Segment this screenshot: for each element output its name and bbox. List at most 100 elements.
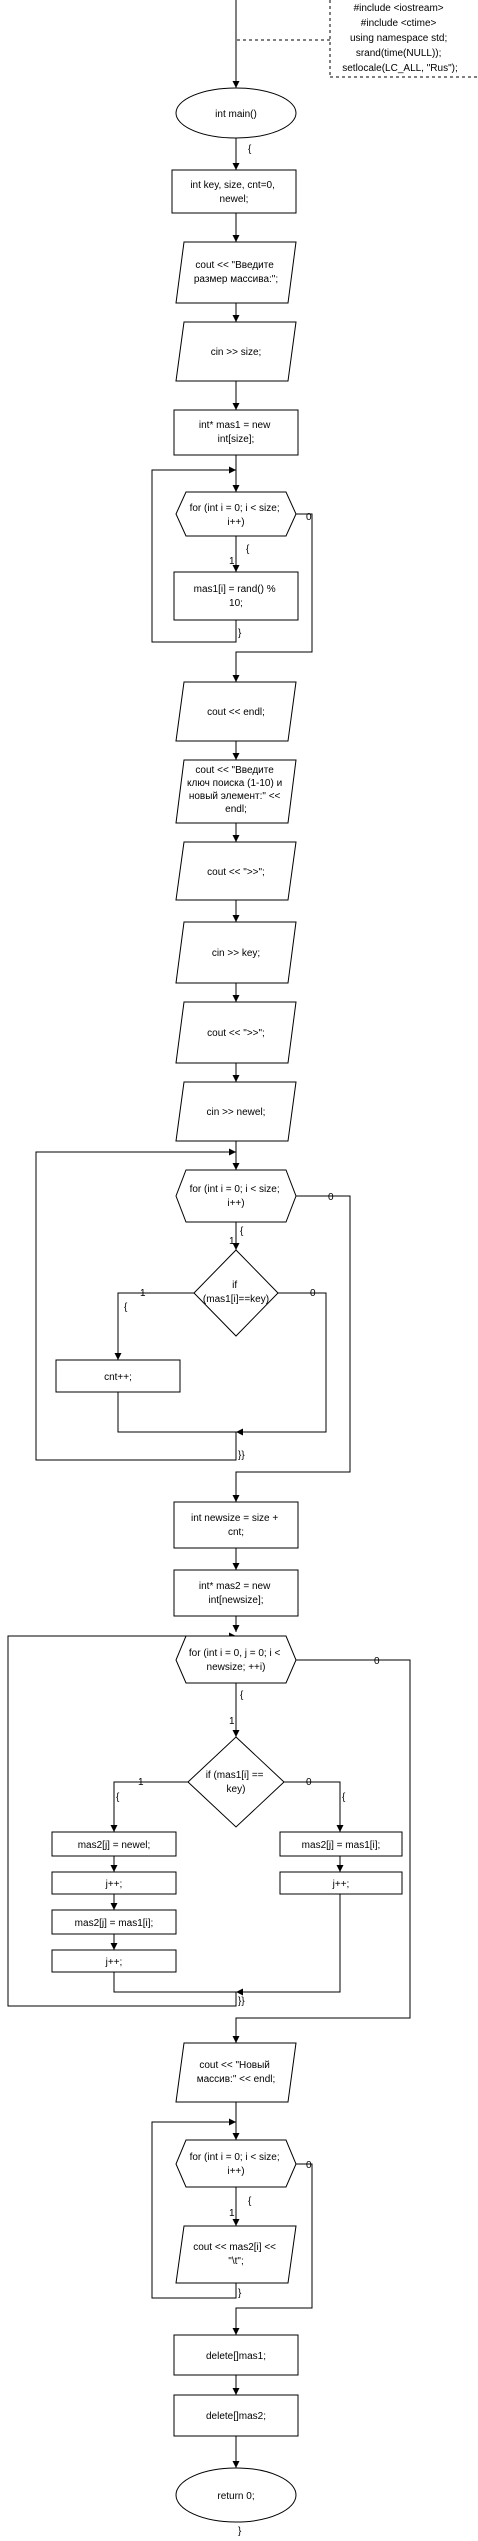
svg-text:cout << mas2[i] << "\t";: cout << mas2[i] << "\t"; xyxy=(193,2242,279,2267)
svg-text:cin >> key;: cin >> key; xyxy=(212,948,260,959)
svg-text:mas2[j] = mas1[i];: mas2[j] = mas1[i]; xyxy=(302,1840,381,1851)
node-label: int[size]; xyxy=(218,434,255,445)
svg-text:int newsize = size + cnt: int newsize = size + cnt; xyxy=(191,1513,281,1538)
header-line: #include <ctime> xyxy=(361,18,437,29)
node-label: размер массива:"; xyxy=(194,274,278,285)
svg-text:for (int i = 0; i < size;: for (int i = 0; i < size; i++) xyxy=(190,2152,283,2177)
edge-label: 1 xyxy=(229,2208,235,2219)
node-declare-vars: int key, size, cnt=0, newel; xyxy=(171,169,297,214)
node-label: новый элемент:" << xyxy=(189,791,281,802)
edge-label: { xyxy=(240,1226,244,1237)
node-label: int[newsize]; xyxy=(208,1595,263,1606)
header-line: setlocale(LC_ALL, "Rus"); xyxy=(342,63,457,74)
node-label: cout << ">>"; xyxy=(207,867,265,878)
node-label: cout << "Введите xyxy=(195,260,274,271)
node-output-new-array: cout << "Новый массив:" << endl; xyxy=(175,2042,297,2103)
node-for-loop-2: for (int i = 0; i < size; i++) xyxy=(175,1169,297,1223)
svg-text:if (mas1[i]==key): if (mas1[i]==key) xyxy=(203,1280,269,1305)
node-label: if xyxy=(232,1280,237,1291)
svg-text:j++;: j++; xyxy=(105,1957,123,1968)
node-label: int newsize = size + xyxy=(191,1513,278,1524)
node-label: int* mas2 = new xyxy=(199,1581,271,1592)
node-j-increment-2: j++; xyxy=(51,1949,177,1973)
node-label: return 0; xyxy=(217,2491,254,2502)
edge-label: { xyxy=(246,544,250,555)
node-alloc-mas1: int* mas1 = new int[size]; xyxy=(173,409,299,456)
svg-text:cin >> size;: cin >> size; xyxy=(211,347,262,358)
edge-label: } xyxy=(238,2288,242,2299)
node-output-element: cout << mas2[i] << "\t"; xyxy=(175,2225,297,2284)
header-line: #include <iostream> xyxy=(354,3,444,14)
svg-text:int* mas2 = new int[news: int* mas2 = new int[newsize]; xyxy=(199,1581,273,1606)
node-label: i++) xyxy=(227,2166,244,2177)
node-label: newsize; ++i) xyxy=(207,1662,266,1673)
node-label: cnt; xyxy=(228,1527,244,1538)
edge-label: } xyxy=(238,2526,242,2537)
node-input-newel: cin >> newel; xyxy=(175,1081,297,1142)
edge-label: }} xyxy=(238,1996,245,2007)
node-j-increment-3: j++; xyxy=(279,1871,403,1895)
node-j-increment-1: j++; xyxy=(51,1871,177,1895)
node-label: for (int i = 0; i < size; xyxy=(190,503,280,514)
edge-label: { xyxy=(342,1792,346,1803)
node-label: массив:" << endl; xyxy=(197,2074,276,2085)
node-output-key-prompt: cout << "Введите ключ поиска (1-10) и но… xyxy=(175,759,297,824)
node-label: j++; xyxy=(105,1957,123,1968)
node-label: i++) xyxy=(227,1198,244,1209)
node-cnt-increment: cnt++; xyxy=(55,1359,181,1393)
edge-label: { xyxy=(248,2196,252,2207)
svg-text:cout << "Введите ключ по: cout << "Введите ключ поиска (1-10) и но… xyxy=(187,765,285,815)
svg-text:for (int i = 0; i < size;: for (int i = 0; i < size; i++) xyxy=(190,1184,283,1209)
node-label: cin >> newel; xyxy=(207,1107,266,1118)
svg-text:return 0;: return 0; xyxy=(217,2491,254,2502)
edge-label: 0 xyxy=(328,1192,334,1203)
node-output-size-prompt: cout << "Введите размер массива:"; xyxy=(175,241,297,304)
node-if-match-2: if (mas1[i] == key) xyxy=(187,1736,285,1828)
node-label: i++) xyxy=(227,517,244,528)
node-label: cout << ">>"; xyxy=(207,1028,265,1039)
svg-text:delete[]mas2;: delete[]mas2; xyxy=(206,2411,266,2422)
svg-text:int* mas1 = new int[size: int* mas1 = new int[size]; xyxy=(199,420,273,445)
node-label: cin >> size; xyxy=(211,347,262,358)
node-return: return 0; xyxy=(175,2467,297,2523)
node-label: mas2[j] = mas1[i]; xyxy=(75,1918,154,1929)
edge-label: 0 xyxy=(306,1777,312,1788)
node-main: int main() xyxy=(175,87,297,139)
node-label: (mas1[i]==key) xyxy=(203,1294,269,1305)
svg-text:j++;: j++; xyxy=(332,1879,350,1890)
svg-text:mas2[j] = mas1[i];: mas2[j] = mas1[i]; xyxy=(75,1918,154,1929)
node-label: for (int i = 0, j = 0; i < xyxy=(189,1648,281,1659)
header-line: srand(time(NULL)); xyxy=(356,48,442,59)
edge-label: }} xyxy=(238,1450,245,1461)
edge-labels: { { 1 0 } { 1 0 1 { 0 }} { 1 0 1 { 0 { }… xyxy=(116,144,380,2537)
node-output-prompt-2: cout << ">>"; xyxy=(175,1001,297,1064)
svg-text:cout << "Введите размер: cout << "Введите размер массива:"; xyxy=(194,260,278,285)
node-label: cout << endl; xyxy=(207,707,265,718)
node-assign-mas1-right: mas2[j] = mas1[i]; xyxy=(279,1831,403,1857)
svg-text:cnt++;: cnt++; xyxy=(104,1372,132,1383)
svg-text:cin >> newel;: cin >> newel; xyxy=(207,1107,266,1118)
node-label: key) xyxy=(227,1784,246,1795)
node-label: ключ поиска (1-10) и xyxy=(187,778,282,789)
edge-label: 0 xyxy=(310,1288,316,1299)
edge-label: 1 xyxy=(229,1716,235,1727)
edge-label: 1 xyxy=(138,1777,144,1788)
edge-label: } xyxy=(238,628,242,639)
node-input-key: cin >> key; xyxy=(175,921,297,984)
node-alloc-mas2: int* mas2 = new int[newsize]; xyxy=(173,1569,299,1617)
node-label: endl; xyxy=(225,804,247,815)
node-label: newel; xyxy=(220,194,249,205)
header-line: using namespace std; xyxy=(350,33,447,44)
svg-text:for (int i = 0; i < size;: for (int i = 0; i < size; i++) xyxy=(190,503,283,528)
svg-text:cout << endl;: cout << endl; xyxy=(207,707,265,718)
node-label: cnt++; xyxy=(104,1372,132,1383)
node-input-size: cin >> size; xyxy=(175,321,297,382)
node-for-loop-3: for (int i = 0, j = 0; i < newsize; ++i) xyxy=(175,1635,297,1684)
node-label: 10; xyxy=(229,598,243,609)
node-assign-newel: mas2[j] = newel; xyxy=(51,1831,177,1857)
node-label: mas2[j] = mas1[i]; xyxy=(302,1840,381,1851)
node-for-loop-4: for (int i = 0; i < size; i++) xyxy=(175,2139,297,2188)
svg-text:for (int i = 0, j = 0; i <: for (int i = 0, j = 0; i < newsize; ++i) xyxy=(189,1648,283,1673)
node-rand-assign: mas1[i] = rand() % 10; xyxy=(173,571,299,621)
